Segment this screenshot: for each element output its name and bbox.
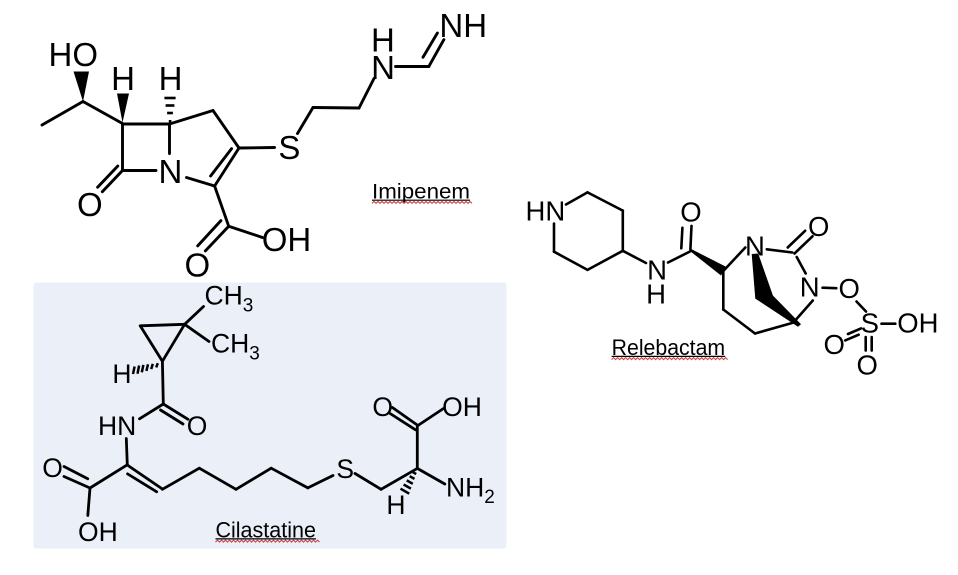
svg-text:N: N	[800, 271, 820, 302]
svg-text:HO: HO	[49, 36, 99, 73]
svg-text:H: H	[159, 60, 183, 97]
svg-text:N: N	[745, 230, 765, 261]
svg-text:O: O	[187, 411, 208, 441]
svg-text:OH: OH	[442, 392, 482, 422]
svg-text:O: O	[839, 273, 860, 304]
svg-text:S: S	[336, 454, 354, 484]
svg-text:Imipenem: Imipenem	[372, 181, 470, 204]
svg-text:H: H	[111, 60, 135, 97]
svg-text:S: S	[278, 129, 300, 166]
svg-text:N: N	[158, 153, 182, 190]
svg-text:HN: HN	[526, 195, 566, 226]
svg-text:O: O	[680, 197, 701, 228]
svg-text:OH: OH	[897, 307, 938, 338]
svg-text:H: H	[112, 359, 131, 389]
svg-text:H: H	[646, 279, 666, 310]
svg-text:O: O	[184, 246, 210, 283]
svg-text:HN: HN	[98, 411, 136, 441]
svg-text:N: N	[371, 49, 395, 86]
svg-text:OH: OH	[262, 221, 312, 258]
svg-text:O: O	[808, 211, 829, 242]
svg-text:H: H	[371, 22, 395, 59]
svg-text:O: O	[824, 329, 845, 360]
svg-text:O: O	[857, 350, 878, 381]
svg-text:S: S	[861, 308, 879, 339]
svg-text:OH: OH	[78, 517, 118, 547]
svg-text:Relebactam: Relebactam	[612, 335, 726, 360]
svg-text:O: O	[372, 392, 393, 422]
svg-text:H: H	[386, 490, 405, 520]
svg-text:Cilastatine: Cilastatine	[215, 517, 316, 542]
svg-text:NH: NH	[439, 7, 487, 44]
svg-text:O: O	[77, 186, 103, 223]
svg-text:O: O	[42, 453, 63, 483]
svg-text:N: N	[647, 254, 667, 285]
